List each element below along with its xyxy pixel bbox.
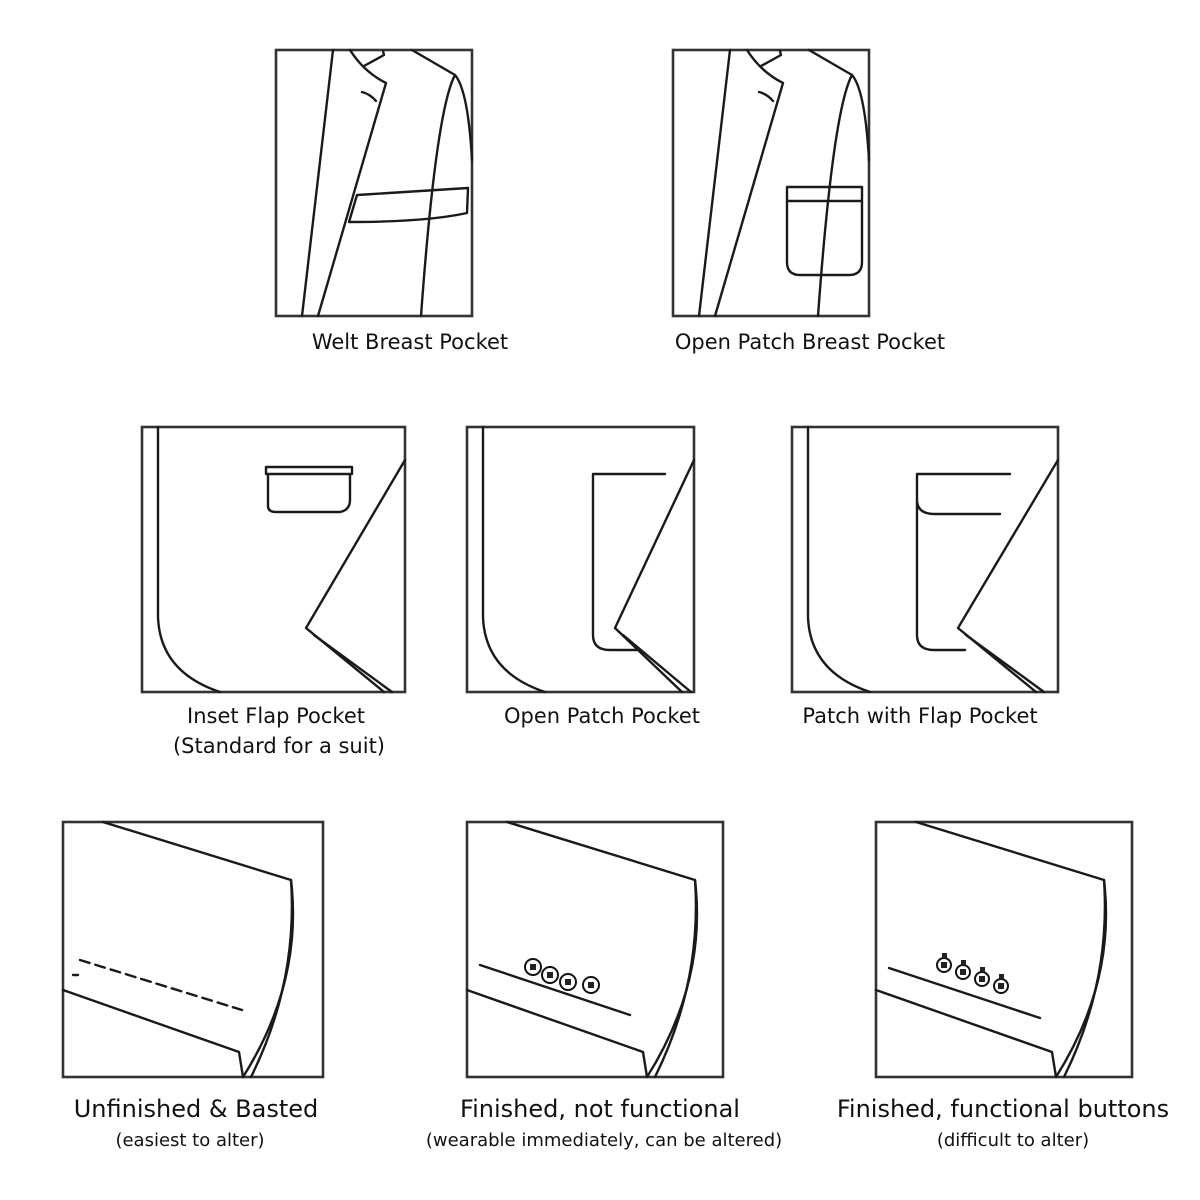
subcaption-inset-flap-pocket: (Standard for a suit): [173, 734, 385, 758]
caption-finished-not-functional: Finished, not functional: [460, 1095, 740, 1123]
patch-flap-pocket-shape: [915, 472, 1012, 652]
welt-pocket-shape: [347, 186, 470, 224]
panel-finished-not-functional: [465, 820, 725, 1079]
panel-finished-functional: [874, 820, 1134, 1079]
panel-open-patch-pocket: [465, 425, 696, 694]
basting-stitch-line: [78, 958, 244, 1012]
panel-patch-with-flap-pocket: [790, 425, 1060, 694]
caption-unfinished-basted: Unfinished & Basted: [74, 1095, 319, 1123]
caption-patch-with-flap-pocket: Patch with Flap Pocket: [802, 704, 1037, 728]
panel-welt-breast-pocket: [274, 48, 474, 318]
patch-breast-pocket-shape: [785, 185, 864, 277]
subcaption-unfinished-basted: (easiest to alter): [115, 1130, 264, 1151]
panel-open-patch-breast-pocket: [671, 48, 871, 318]
caption-open-patch-pocket: Open Patch Pocket: [504, 704, 700, 728]
caption-welt-breast-pocket: Welt Breast Pocket: [312, 330, 508, 354]
panel-unfinished-basted: [61, 820, 325, 1079]
subcaption-finished-not-functional: (wearable immediately, can be altered): [426, 1130, 782, 1151]
open-patch-pocket-shape: [591, 472, 667, 652]
panel-inset-flap-pocket: [140, 425, 407, 694]
caption-inset-flap-pocket: Inset Flap Pocket: [187, 704, 365, 728]
inset-flap-shape: [264, 465, 354, 514]
caption-open-patch-breast-pocket: Open Patch Breast Pocket: [675, 330, 945, 354]
subcaption-finished-functional: (difficult to alter): [937, 1130, 1089, 1151]
caption-finished-functional: Finished, functional buttons: [837, 1095, 1169, 1123]
